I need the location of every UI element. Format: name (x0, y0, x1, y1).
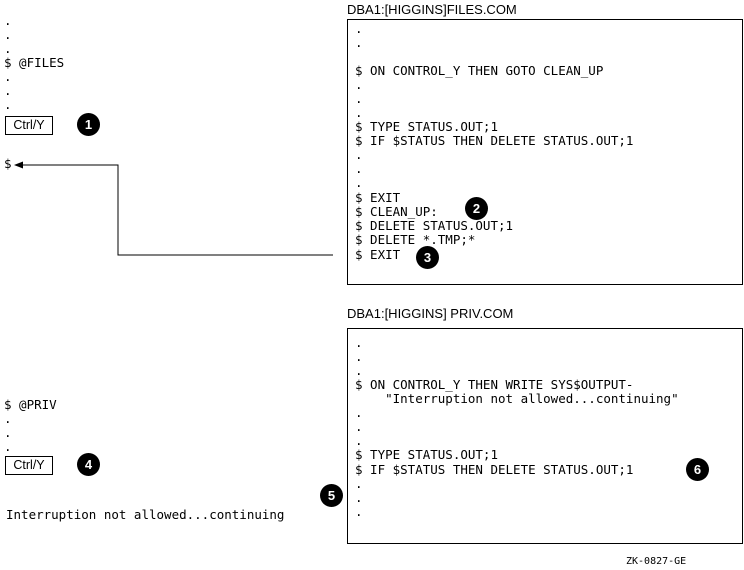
terminal-dot: . (4, 83, 12, 98)
code-line: $ ON CONTROL_Y THEN WRITE SYS$OUTPUT- (355, 377, 634, 392)
code-line: . (355, 433, 363, 448)
terminal-dot: . (4, 69, 12, 84)
ctrl-y-key: Ctrl/Y (5, 456, 53, 475)
terminal-dot: . (4, 439, 12, 454)
files-command: $ @FILES (4, 55, 65, 70)
priv-command: $ @PRIV (4, 397, 57, 412)
code-line: $ TYPE STATUS.OUT;1 (355, 119, 498, 134)
code-line: . (355, 363, 363, 378)
code-line: . (355, 405, 363, 420)
terminal-dot: . (4, 97, 12, 112)
code-line: . (355, 161, 363, 176)
code-line: . (355, 105, 363, 120)
dcl-prompt: $ (4, 156, 12, 171)
terminal-dot: . (4, 425, 12, 440)
code-line: $ IF $STATUS THEN DELETE STATUS.OUT;1 (355, 462, 634, 477)
files-panel (347, 19, 743, 285)
terminal-dot: . (4, 27, 12, 42)
interruption-message: Interruption not allowed...continuing (6, 507, 285, 522)
code-line: $ TYPE STATUS.OUT;1 (355, 447, 498, 462)
code-line: . (355, 349, 363, 364)
callout-2: 2 (465, 197, 488, 220)
files-panel-title: DBA1:[HIGGINS]FILES.COM (347, 2, 517, 17)
code-line: . (355, 91, 363, 106)
priv-panel-title: DBA1:[HIGGINS] PRIV.COM (347, 306, 514, 321)
code-line: $ DELETE STATUS.OUT;1 (355, 218, 514, 233)
code-line: $ IF $STATUS THEN DELETE STATUS.OUT;1 (355, 133, 634, 148)
terminal-dot: . (4, 41, 12, 56)
code-line: . (355, 21, 363, 36)
callout-6: 6 (686, 458, 709, 481)
code-line: . (355, 77, 363, 92)
code-line: . (355, 175, 363, 190)
code-line: . (355, 35, 363, 50)
callout-4: 4 (77, 453, 100, 476)
code-line: . (355, 335, 363, 350)
code-line: $ EXIT (355, 190, 401, 205)
code-line: . (355, 476, 363, 491)
terminal-dot: . (4, 13, 12, 28)
figure-id: ZK-0827-GE (626, 556, 687, 567)
code-line: . (355, 147, 363, 162)
code-line: "Interruption not allowed...continuing" (355, 391, 679, 406)
callout-5: 5 (320, 484, 343, 507)
callout-3: 3 (416, 246, 439, 269)
priv-panel (347, 328, 743, 544)
terminal-dot: . (4, 411, 12, 426)
code-line: $ ON CONTROL_Y THEN GOTO CLEAN_UP (355, 63, 604, 78)
code-line: . (355, 419, 363, 434)
code-line: $ EXIT (355, 247, 401, 262)
callout-1: 1 (77, 113, 100, 136)
code-line: . (355, 504, 363, 519)
code-line: $ CLEAN_UP: (355, 204, 438, 219)
ctrl-y-key: Ctrl/Y (5, 116, 53, 135)
code-line: $ DELETE *.TMP;* (355, 232, 476, 247)
code-line: . (355, 490, 363, 505)
